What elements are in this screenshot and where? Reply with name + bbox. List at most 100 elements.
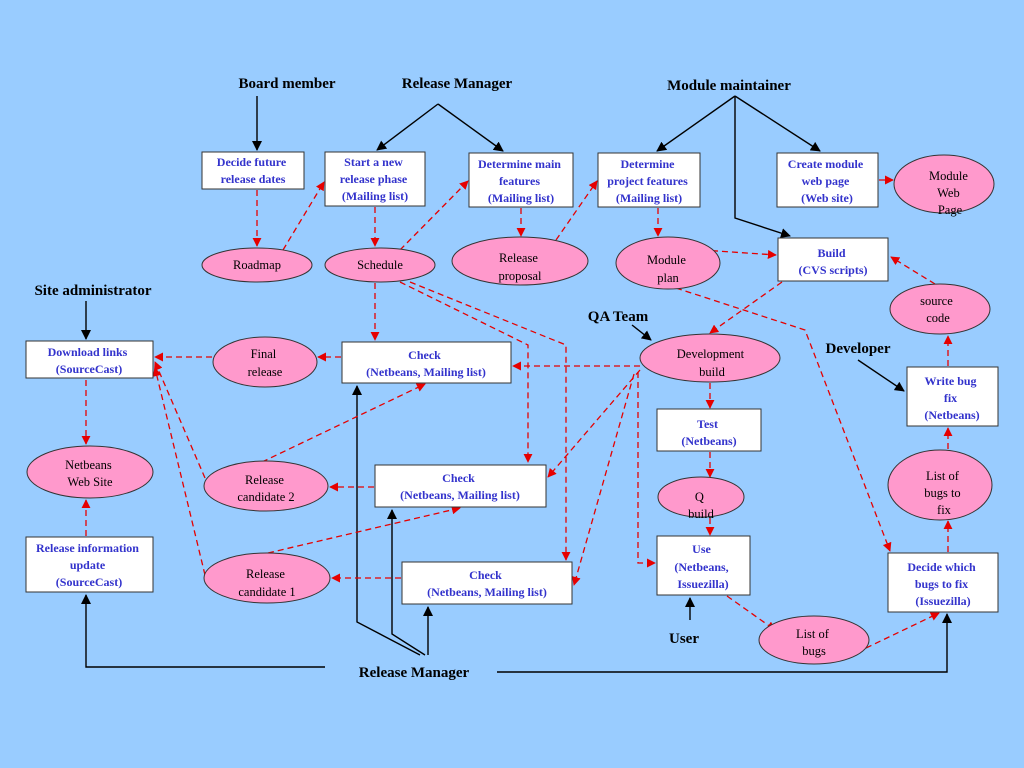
flow-module-plan-to-decide-bugs [675, 287, 892, 552]
activity-boxes: Decide future release dates Start a new … [25, 151, 999, 613]
flow-schedule-to-check-rc2 [399, 281, 533, 463]
artifact-label: Release proposal [498, 251, 542, 283]
activity-label: Decide future release dates [217, 155, 289, 186]
arrow-module-maintainer-to-project-features [656, 95, 736, 152]
activity-box [25, 340, 154, 379]
artifact-shape [657, 476, 745, 518]
role-site-administrator: Site administrator [34, 283, 151, 299]
activity-label: Create module web page (Web site) [788, 157, 866, 205]
artifact-ellipses: Roadmap Schedule Release proposal Module… [26, 154, 995, 665]
activity-label-line: (SourceCast) [56, 575, 122, 589]
artifact-shape [758, 615, 870, 665]
artifact-label: Module plan [647, 253, 689, 285]
activity-release-information-update: Release information update (SourceCast) [25, 536, 154, 593]
artifact-label-line: build [699, 365, 725, 379]
artifact-label-line: source [920, 294, 953, 308]
flow-rc2-to-check-final [261, 383, 426, 463]
activity-label-line: Determine main [478, 157, 561, 171]
activity-box [401, 561, 573, 605]
artifact-label-line: build [688, 507, 714, 521]
activity-label-line: web page [802, 174, 850, 188]
activity-label: Start a new release phase (Mailing list) [340, 155, 410, 203]
artifact-label-line: Q [695, 490, 704, 504]
activity-use: Use (Netbeans, Issuezilla) [656, 535, 751, 596]
artifact-development-build: Development build [639, 333, 781, 383]
role-user: User [669, 631, 699, 647]
artifact-module-plan: Module plan [615, 236, 721, 290]
activity-label: Determine project features (Mailing list… [607, 157, 691, 205]
activity-label-line: Check [442, 471, 475, 485]
activity-label: Download links (SourceCast) [48, 345, 131, 376]
flow-development-build-to-check-rc2 [547, 369, 641, 478]
activity-label: Check (Netbeans, Mailing list) [400, 471, 520, 502]
artifact-label-line: List of [926, 469, 960, 483]
activity-label-line: Check [408, 348, 441, 362]
activity-label-line: (Netbeans, Mailing list) [366, 365, 486, 379]
activity-label: Test (Netbeans) [681, 417, 736, 448]
activity-label-line: Release information [36, 541, 139, 555]
flow-schedule-to-main-features [399, 180, 469, 251]
arrow-release-manager-to-start-phase [376, 103, 439, 151]
artifact-shape [451, 236, 589, 286]
artifact-label-line: List of [796, 627, 830, 641]
activity-label-line: (SourceCast) [56, 362, 122, 376]
artifact-shape [203, 460, 329, 512]
artifact-label-line: Netbeans [65, 458, 112, 472]
activity-label: Decide which bugs to fix (Issuezilla) [907, 560, 978, 608]
artifact-shape [887, 449, 993, 521]
activity-label-line: Decide future [217, 155, 287, 169]
role-developer: Developer [826, 341, 891, 357]
activity-box [887, 552, 999, 613]
activity-label: Determine main features (Mailing list) [478, 157, 564, 205]
artifact-shape [324, 247, 436, 283]
artifact-label: Roadmap [233, 258, 281, 272]
artifact-final-release: Final release [212, 336, 318, 388]
flow-schedule-to-check-rc1 [409, 281, 571, 561]
flow-roadmap-to-start-phase [282, 181, 325, 251]
activity-label-line: (Netbeans, [674, 560, 728, 574]
activity-label: Write bug fix (Netbeans) [924, 374, 979, 422]
artifact-label-line: Module [647, 253, 686, 267]
role-release-manager-bottom: Release Manager [359, 665, 470, 681]
arrow-release-manager-to-decide-bugs [497, 613, 952, 673]
artifact-label-line: proposal [498, 269, 542, 283]
artifact-label: source code [920, 294, 956, 325]
activity-label: Build (CVS scripts) [799, 246, 868, 277]
activity-box [656, 535, 751, 596]
artifact-label-line: Development [677, 347, 745, 361]
flow-build-to-development-build [709, 281, 783, 334]
activity-label-line: (CVS scripts) [799, 263, 868, 277]
artifact-label-line: candidate 1 [238, 585, 295, 599]
artifact-schedule: Schedule [324, 247, 436, 283]
artifact-label-line: Release [499, 251, 538, 265]
activity-download-links: Download links (SourceCast) [25, 340, 154, 379]
arrow-module-maintainer-to-create-web-page [734, 95, 821, 152]
activity-label-line: (Netbeans, Mailing list) [400, 488, 520, 502]
artifact-label: Schedule [357, 258, 403, 272]
activity-label-line: Test [697, 417, 718, 431]
activity-label-line: (Mailing list) [488, 191, 554, 205]
artifact-label: List of bugs to fix [924, 469, 964, 517]
flow-list-of-bugs-to-decide-bugs [865, 612, 940, 649]
activity-box [341, 341, 512, 384]
artifact-label: Release candidate 2 [237, 473, 294, 504]
flow-rc1-to-check-rc2 [267, 505, 461, 554]
activity-box [374, 464, 547, 508]
activity-label-line: Decide which [907, 560, 976, 574]
flow-release-proposal-to-project-features [555, 180, 598, 241]
artifact-q-build: Q build [657, 476, 745, 521]
activity-check-release-candidate-1: Check (Netbeans, Mailing list) [401, 561, 573, 605]
activity-start-release-phase: Start a new release phase (Mailing list) [324, 151, 426, 207]
artifact-list-of-bugs-to-fix: List of bugs to fix [887, 449, 993, 521]
artifact-shape [203, 552, 331, 604]
artifact-label: Development build [677, 347, 747, 379]
artifact-label: Final release [248, 347, 283, 379]
artifact-label: Netbeans Web Site [65, 458, 115, 489]
activity-label: Check (Netbeans, Mailing list) [366, 348, 486, 379]
artifact-shape [889, 283, 991, 335]
artifact-shape [615, 236, 721, 290]
flow-arrows [81, 175, 953, 649]
artifact-source-code: source code [889, 283, 991, 335]
activity-box [201, 151, 305, 190]
